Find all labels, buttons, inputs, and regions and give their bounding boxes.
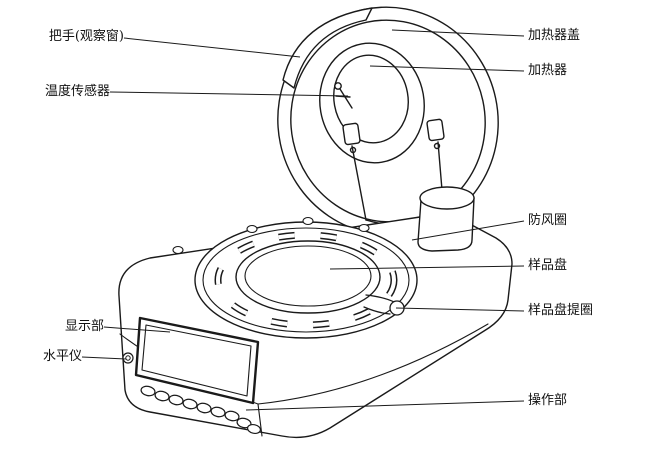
- ring-bump-left: [246, 224, 258, 234]
- level-indicator-bubble: [125, 355, 131, 361]
- leader-operation: [245, 400, 525, 411]
- hinge-drawing: [417, 186, 475, 252]
- label-windshield: 防风圈: [528, 213, 568, 228]
- level-indicator: [122, 352, 134, 364]
- hinge-cylinder-top: [419, 186, 475, 210]
- label-heater: 加热器: [528, 63, 568, 78]
- leader-heater: [369, 65, 525, 72]
- leader-level: [81, 356, 127, 360]
- operation-key: [246, 423, 262, 435]
- heater-ring: [333, 54, 409, 144]
- ring-slots-fill: [216, 233, 396, 327]
- control-panel-drawing: [122, 316, 262, 435]
- leader-heater-cover: [391, 29, 525, 37]
- pan-lifter-arm-top: [365, 294, 395, 303]
- display-screen: [141, 324, 252, 397]
- leader-pan-lifter: [395, 307, 525, 312]
- temp-sensor-tip: [334, 82, 342, 90]
- leader-handle: [123, 37, 301, 58]
- operation-key: [210, 406, 226, 418]
- operation-key: [196, 402, 212, 414]
- temp-sensor-probe: [339, 88, 353, 109]
- label-temp-sensor: 温度传感器: [44, 84, 110, 99]
- handle-observation-window: [282, 7, 373, 89]
- label-operation: 操作部: [528, 393, 568, 408]
- operation-key: [154, 390, 170, 402]
- label-display: 显示部: [64, 319, 104, 334]
- operation-keys: [140, 385, 262, 435]
- ring-inner-wall: [202, 227, 410, 333]
- sample-pan-inner: [244, 245, 372, 307]
- label-sample-pan: 样品盘: [528, 258, 568, 273]
- bracket-clip-left: [342, 122, 361, 146]
- deck-front-right-edge: [257, 323, 489, 405]
- label-pan-lifter: 样品盘提圈: [528, 303, 594, 318]
- display-panel-frame: [134, 316, 260, 405]
- ring-bump-right: [358, 223, 370, 233]
- deck-pin: [172, 245, 184, 255]
- label-heater-cover: 加热器盖: [528, 28, 581, 43]
- leader-lines: [81, 29, 525, 411]
- leader-windshield: [411, 220, 525, 241]
- hinge-body: [417, 197, 475, 252]
- operation-key: [140, 385, 156, 397]
- operation-key: [168, 394, 184, 406]
- label-handle: 把手(观察窗): [48, 29, 124, 44]
- operation-key: [224, 410, 240, 422]
- ring-bump-center: [302, 216, 314, 226]
- bracket-pin-right: [433, 142, 441, 150]
- operation-key: [182, 398, 198, 410]
- heater-cover-drawing: [277, 6, 499, 236]
- pan-lifter-arm-bottom: [363, 306, 391, 315]
- leader-temp-sensor: [109, 91, 349, 97]
- windshield-ring-drawing: [194, 216, 418, 339]
- bracket-arm-left: [351, 145, 367, 221]
- label-level: 水平仪: [42, 349, 82, 364]
- leader-display: [103, 326, 171, 333]
- bracket-clip-right: [426, 118, 445, 142]
- leader-sample-pan: [329, 265, 525, 270]
- sample-pan-rim: [235, 240, 381, 314]
